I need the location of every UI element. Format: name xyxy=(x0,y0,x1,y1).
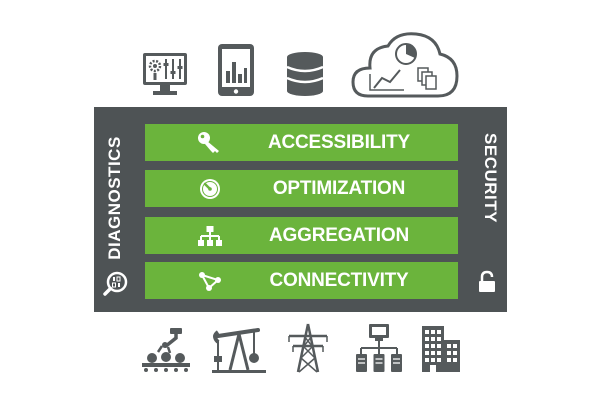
key-icon xyxy=(197,131,223,155)
hierarchy-icon xyxy=(197,224,223,248)
layer-accessibility: ACCESSIBILITY xyxy=(145,124,458,161)
power-tower-icon xyxy=(285,322,331,374)
diagnostics-label: DIAGNOSTICS xyxy=(105,136,124,260)
cloud-analytics-icon xyxy=(350,30,460,100)
layer-optimization: OPTIMIZATION xyxy=(145,170,458,207)
database-icon xyxy=(284,50,326,98)
robot-arm-conveyor-icon xyxy=(140,326,192,374)
layer-label: CONNECTIVITY xyxy=(269,269,409,291)
layer-label: AGGREGATION xyxy=(269,224,409,246)
padlock-icon xyxy=(477,270,497,294)
network-nodes-icon xyxy=(197,269,223,293)
layer-connectivity: CONNECTIVITY xyxy=(145,262,458,299)
oil-pumpjack-icon xyxy=(210,326,268,374)
monitor-controls-icon xyxy=(140,50,190,98)
security-label: SECURITY xyxy=(481,133,500,223)
tablet-chart-icon xyxy=(216,42,256,98)
layer-label: ACCESSIBILITY xyxy=(267,131,411,153)
layer-label: OPTIMIZATION xyxy=(272,177,406,199)
magnifier-binary-icon xyxy=(103,271,129,297)
office-buildings-icon xyxy=(420,322,462,374)
server-network-icon xyxy=(355,322,403,374)
gauge-icon xyxy=(197,177,223,201)
layer-aggregation: AGGREGATION xyxy=(145,217,458,254)
